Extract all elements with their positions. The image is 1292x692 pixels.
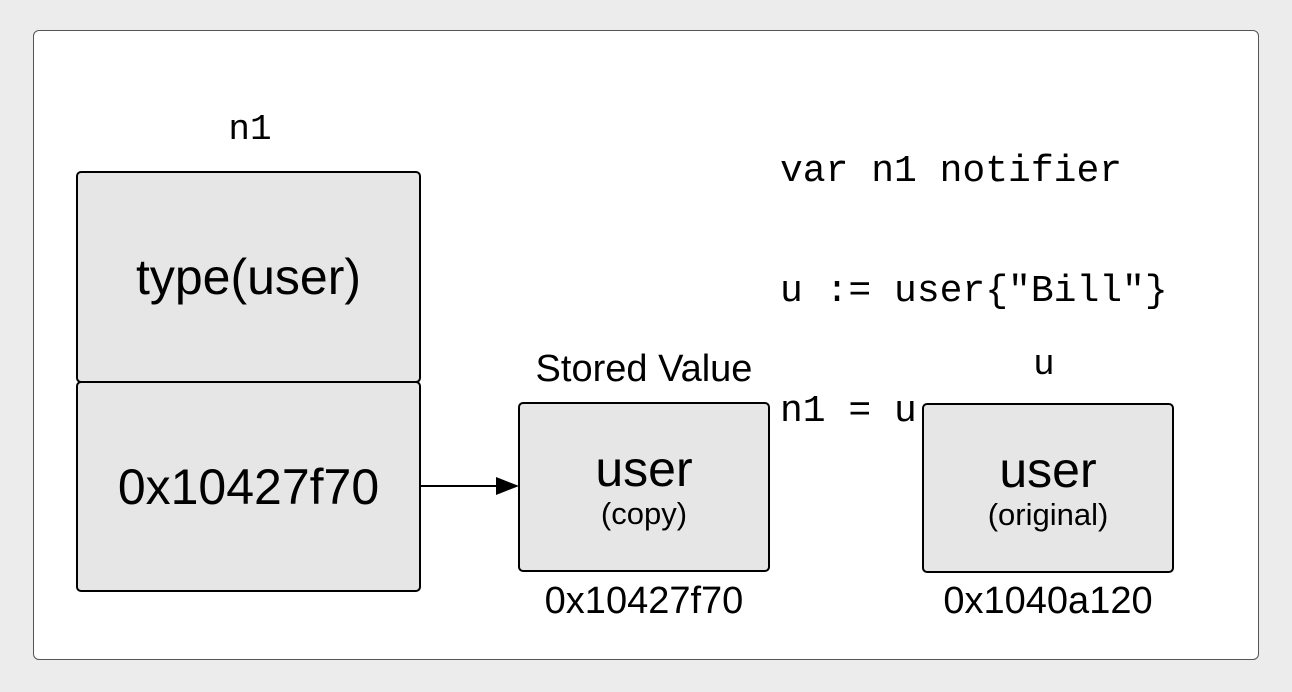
n1-type-word: type(user) bbox=[76, 171, 421, 383]
u-box: user (original) bbox=[922, 403, 1174, 573]
code-line-1: var n1 notifier bbox=[780, 150, 1123, 193]
n1-type-text: type(user) bbox=[135, 249, 362, 305]
u-note: (original) bbox=[987, 497, 1109, 532]
n1-pointer-text: 0x10427f70 bbox=[117, 458, 380, 515]
code-line-3: n1 = u bbox=[780, 390, 917, 433]
stored-value-box: user (copy) bbox=[518, 402, 770, 572]
u-label: u bbox=[1033, 341, 1055, 382]
u-address: 0x1040a120 bbox=[943, 580, 1153, 622]
stored-value-address: 0x10427f70 bbox=[544, 580, 744, 622]
n1-label: n1 bbox=[228, 109, 272, 150]
stored-value-label: Stored Value bbox=[535, 348, 753, 390]
stored-value-title: user bbox=[595, 441, 693, 497]
stored-value-note: (copy) bbox=[600, 496, 688, 531]
n1-pointer-word: 0x10427f70 bbox=[76, 381, 421, 592]
code-snippet: var n1 notifier u := user{"Bill"} n1 = u bbox=[780, 72, 1168, 472]
code-line-2: u := user{"Bill"} bbox=[780, 270, 1168, 313]
u-title: user bbox=[999, 442, 1097, 498]
